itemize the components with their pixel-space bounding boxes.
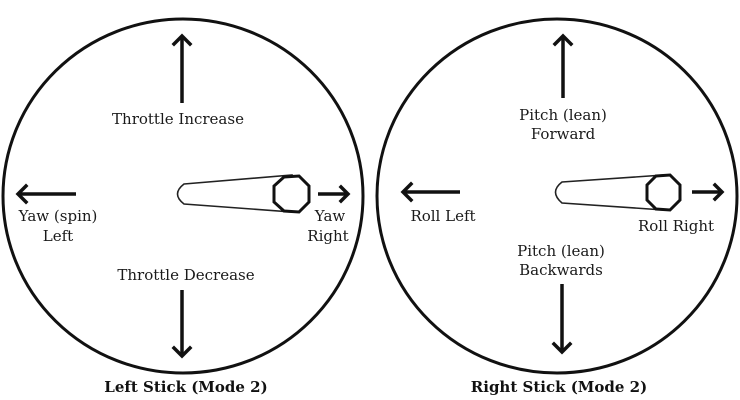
yaw-right-label-line2: Right [307, 227, 348, 245]
right-stick-icon [554, 173, 682, 212]
yaw-right-arrow-icon [318, 184, 351, 204]
right-stick-panel: Pitch (lean) Forward Roll Left Roll Righ… [375, 17, 739, 396]
right-stick-caption: Right Stick (Mode 2) [471, 378, 647, 396]
pitch-backwards-arrow-icon [551, 284, 573, 355]
throttle-increase-label: Throttle Increase [112, 110, 244, 128]
yaw-left-arrow-icon [15, 183, 76, 205]
left-stick-icon [176, 174, 311, 214]
pitch-forward-label-line2: Forward [531, 125, 596, 143]
pitch-forward-label-line1: Pitch (lean) [519, 106, 607, 124]
roll-right-label: Roll Right [638, 217, 714, 235]
throttle-down-arrow-icon [171, 290, 193, 359]
yaw-right-label-line1: Yaw [314, 207, 346, 225]
roll-left-arrow-icon [400, 181, 460, 203]
pitch-backwards-label-line2: Backwards [519, 261, 603, 279]
left-stick-panel: Throttle Increase Yaw (spin) Left Yaw Ri… [1, 17, 365, 396]
pitch-forward-arrow-icon [552, 33, 574, 98]
pitch-backwards-label-line1: Pitch (lean) [517, 242, 605, 260]
throttle-decrease-label: Throttle Decrease [117, 266, 254, 284]
yaw-left-label-line2: Left [43, 227, 73, 245]
roll-right-arrow-icon [692, 182, 725, 202]
throttle-up-arrow-icon [171, 33, 193, 103]
roll-left-label: Roll Left [410, 207, 475, 225]
left-stick-caption: Left Stick (Mode 2) [104, 378, 267, 396]
yaw-left-label-line1: Yaw (spin) [18, 207, 98, 225]
